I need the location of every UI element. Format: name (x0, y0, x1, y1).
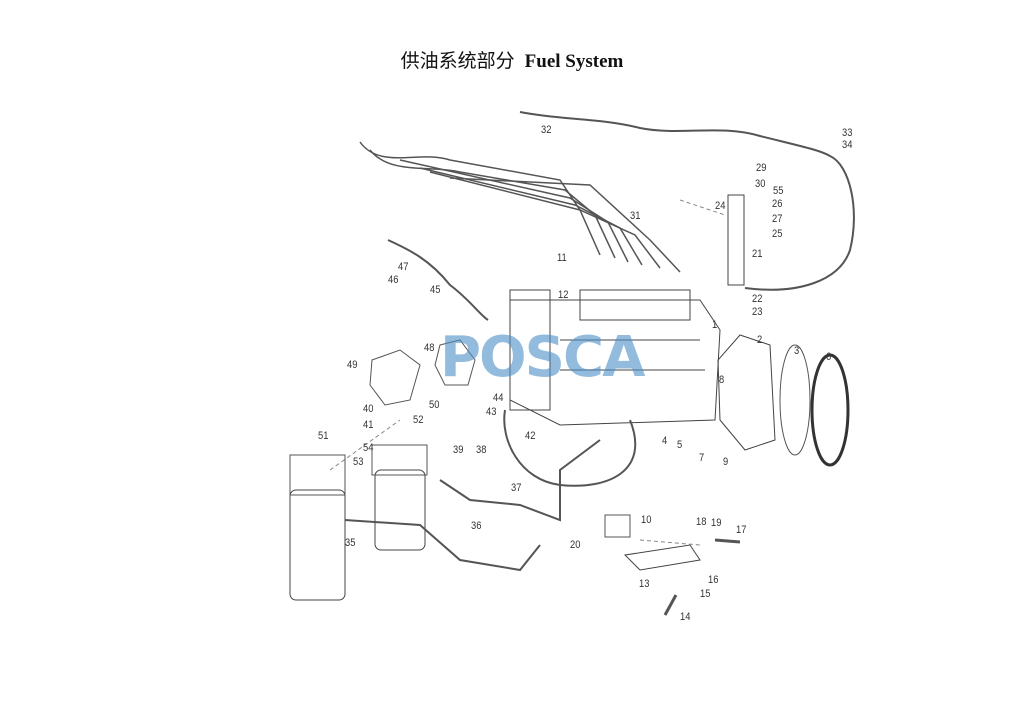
fuel-line-42 (503, 409, 637, 487)
callout: 45 (430, 284, 441, 296)
callout: 12 (558, 289, 569, 301)
callout: 51 (318, 430, 329, 442)
callout: 8 (719, 374, 725, 386)
callout: 36 (471, 520, 482, 532)
callout: 18 (696, 516, 707, 528)
callout: 9 (723, 456, 729, 468)
bracket-13 (623, 544, 701, 571)
callout: 3 (794, 345, 800, 357)
bracket-49 (369, 349, 421, 406)
watermark-logo: POSCA (440, 325, 645, 390)
return-line (519, 111, 855, 291)
callout: 26 (772, 198, 783, 210)
o-ring (779, 344, 811, 456)
callout: 27 (772, 213, 783, 225)
high-pressure-pipes (359, 141, 681, 273)
callout: 33 (842, 127, 853, 139)
callout: 14 (680, 611, 691, 623)
filter-head-right (371, 444, 428, 476)
callout: 2 (757, 334, 763, 346)
callout: 17 (736, 524, 747, 536)
callout: 13 (639, 578, 650, 590)
callout: 47 (398, 261, 409, 273)
filter-head-left (289, 454, 346, 496)
callout: 35 (345, 537, 356, 549)
callout: 7 (699, 452, 705, 464)
callout: 43 (486, 406, 497, 418)
fuel-line-36-37 (439, 439, 601, 522)
callout: 29 (756, 162, 767, 174)
callout: 42 (525, 430, 536, 442)
callout: 32 (541, 124, 552, 136)
callout: 34 (842, 139, 853, 151)
callout: 48 (424, 342, 435, 354)
fuel-line-35 (344, 519, 541, 572)
callout: 11 (557, 252, 567, 264)
callout: 30 (755, 178, 766, 190)
clamp-10 (604, 514, 631, 538)
gear-housing (717, 334, 776, 451)
callout: 54 (363, 442, 374, 454)
callout: 4 (662, 435, 668, 447)
callout: 49 (347, 359, 358, 371)
callout: 24 (715, 200, 726, 212)
injector (727, 194, 745, 286)
callout: 15 (700, 588, 711, 600)
callout: 38 (476, 444, 487, 456)
title-chinese: 供油系统部分 (400, 51, 515, 72)
fuel-line-45 (387, 239, 489, 321)
callout: 41 (363, 419, 374, 431)
page-title: 供油系统部分 Fuel System (0, 46, 1024, 73)
callout: 5 (677, 439, 683, 451)
callout: 46 (388, 274, 399, 286)
callout: 10 (641, 514, 652, 526)
bolt-14 (663, 594, 678, 616)
fuel-filter-right (374, 469, 426, 551)
fuel-filter-left (289, 489, 346, 601)
injection-pump (509, 289, 721, 426)
bracket-48 (434, 339, 476, 386)
callout: 55 (773, 185, 784, 197)
callout: 19 (711, 517, 722, 529)
callout: 16 (708, 574, 719, 586)
callout: 31 (630, 210, 641, 222)
callout: 53 (353, 456, 364, 468)
callout: 6 (826, 351, 832, 363)
callout: 52 (413, 414, 424, 426)
callout: 39 (453, 444, 464, 456)
drive-gear (810, 353, 850, 467)
bolt-17 (714, 538, 741, 544)
callout: 37 (511, 482, 522, 494)
callout: 20 (570, 539, 581, 551)
title-english: Fuel System (524, 51, 624, 72)
callout: 40 (363, 403, 374, 415)
callout: 25 (772, 228, 783, 240)
callout: 23 (752, 306, 763, 318)
callout: 21 (752, 248, 763, 260)
callout: 44 (493, 392, 504, 404)
callout: 1 (712, 319, 718, 331)
callout: 22 (752, 293, 763, 305)
callout: 50 (429, 399, 440, 411)
